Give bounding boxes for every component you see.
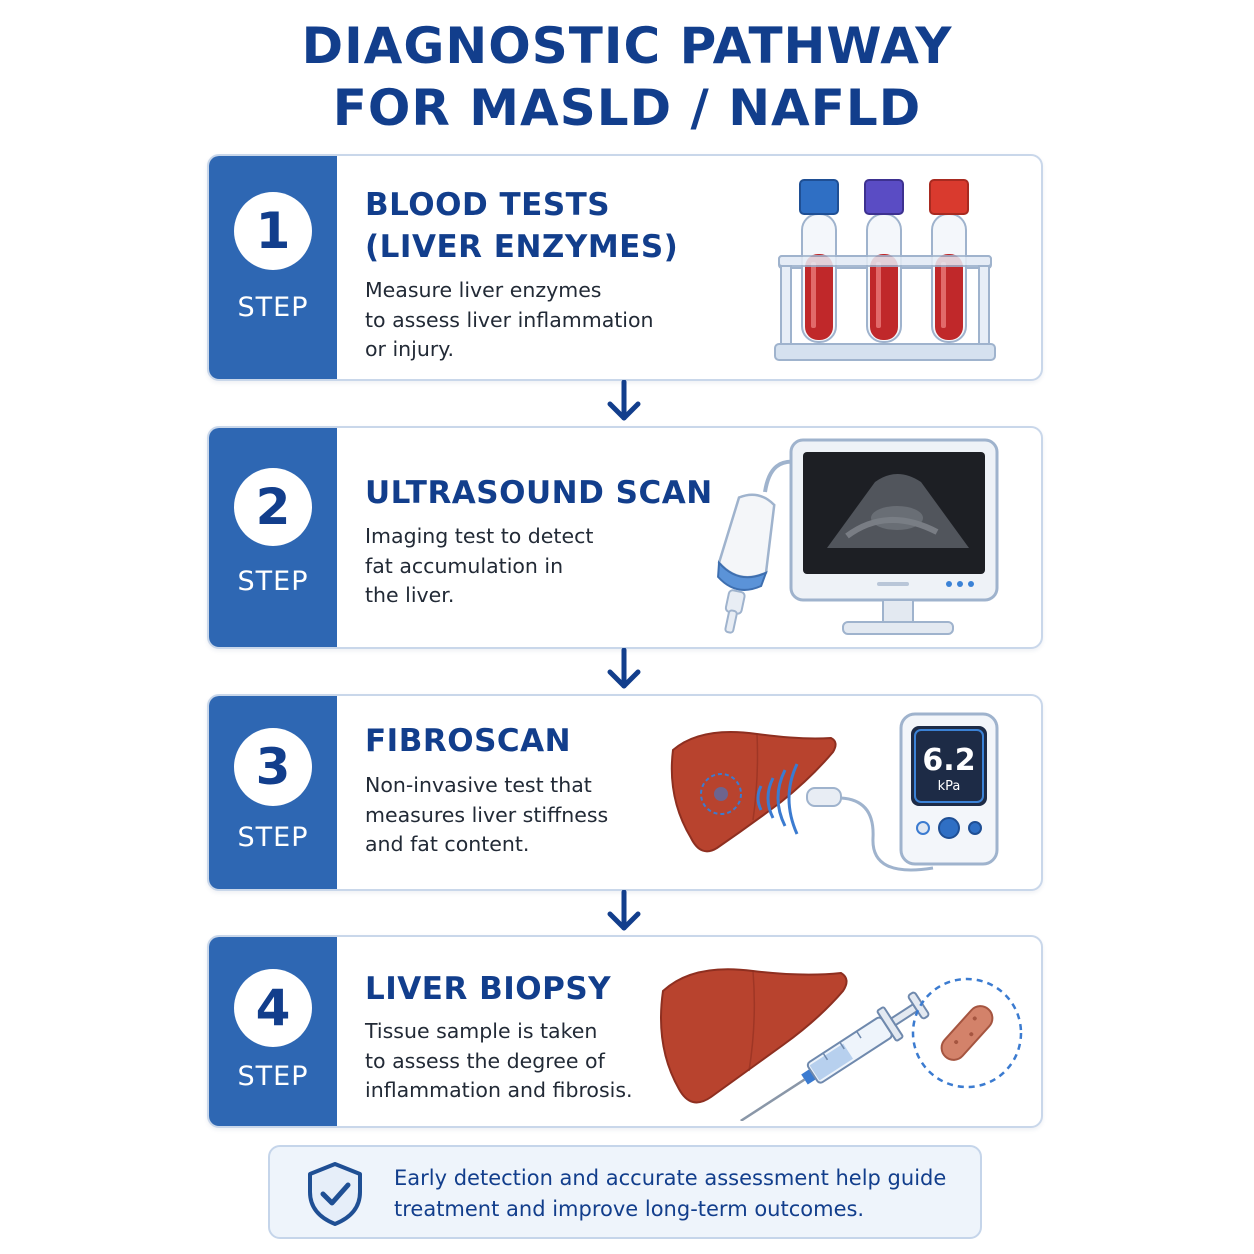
blood-test-tubes-icon [774,179,996,361]
step-description-4: Tissue sample is taken to assess the deg… [365,1019,633,1102]
step-description-2: Imaging test to detect fat accumulation … [365,524,594,607]
step-label-1: STEP [237,292,309,323]
page-title: DIAGNOSTIC PATHWAY FOR MASLD / NAFLD [0,15,1254,139]
step-title-3: FIBROSCAN [365,723,572,759]
device-unit: kPa [938,779,961,794]
step-label-2: STEP [237,566,309,597]
ultrasound-monitor-icon [717,438,999,635]
step-title-4: LIVER BIOPSY [365,971,612,1007]
step-title-2: ULTRASOUND SCAN [365,475,713,511]
summary-text: Early detection and accurate assessment … [394,1166,947,1221]
step-card-4: 4 STEP LIVER BIOPSY Tissue sample is tak… [207,935,1043,1128]
step-description-1: Measure liver enzymes to assess liver in… [365,278,654,361]
step-number-2: 2 [234,468,312,546]
step-card-1: 1 STEP BLOOD TESTS (LIVER ENZYMES) Measu… [207,154,1043,381]
fibroscan-device-icon: 6.2 kPa [670,712,999,872]
title-line-1: DIAGNOSTIC PATHWAY [301,17,953,75]
step-label-3: STEP [237,822,309,853]
step-label-4: STEP [237,1061,309,1092]
step-badge-2: 2 STEP [209,428,337,647]
step-badge-1: 1 STEP [209,156,337,379]
step-badge-3: 3 STEP [209,696,337,889]
step-card-2: 2 STEP ULTRASOUND SCAN Imaging test to d… [207,426,1043,649]
shield-check-icon [308,1162,362,1226]
step-badge-4: 4 STEP [209,937,337,1126]
arrow-down-icon [607,648,641,689]
arrow-down-icon [607,380,641,421]
step-number-4: 4 [234,969,312,1047]
step-number-1: 1 [234,192,312,270]
summary-box: Early detection and accurate assessment … [268,1145,982,1239]
step-description-3: Non-invasive test that measures liver st… [365,773,609,856]
device-reading: 6.2 [922,743,975,778]
title-line-2: FOR MASLD / NAFLD [332,79,922,137]
liver-biopsy-syringe-icon [660,968,1023,1121]
step-title-1: BLOOD TESTS (LIVER ENZYMES) [365,187,679,265]
step-card-3: 3 STEP FIBROSCAN Non-invasive test that … [207,694,1043,891]
arrow-down-icon [607,890,641,931]
step-number-3: 3 [234,728,312,806]
